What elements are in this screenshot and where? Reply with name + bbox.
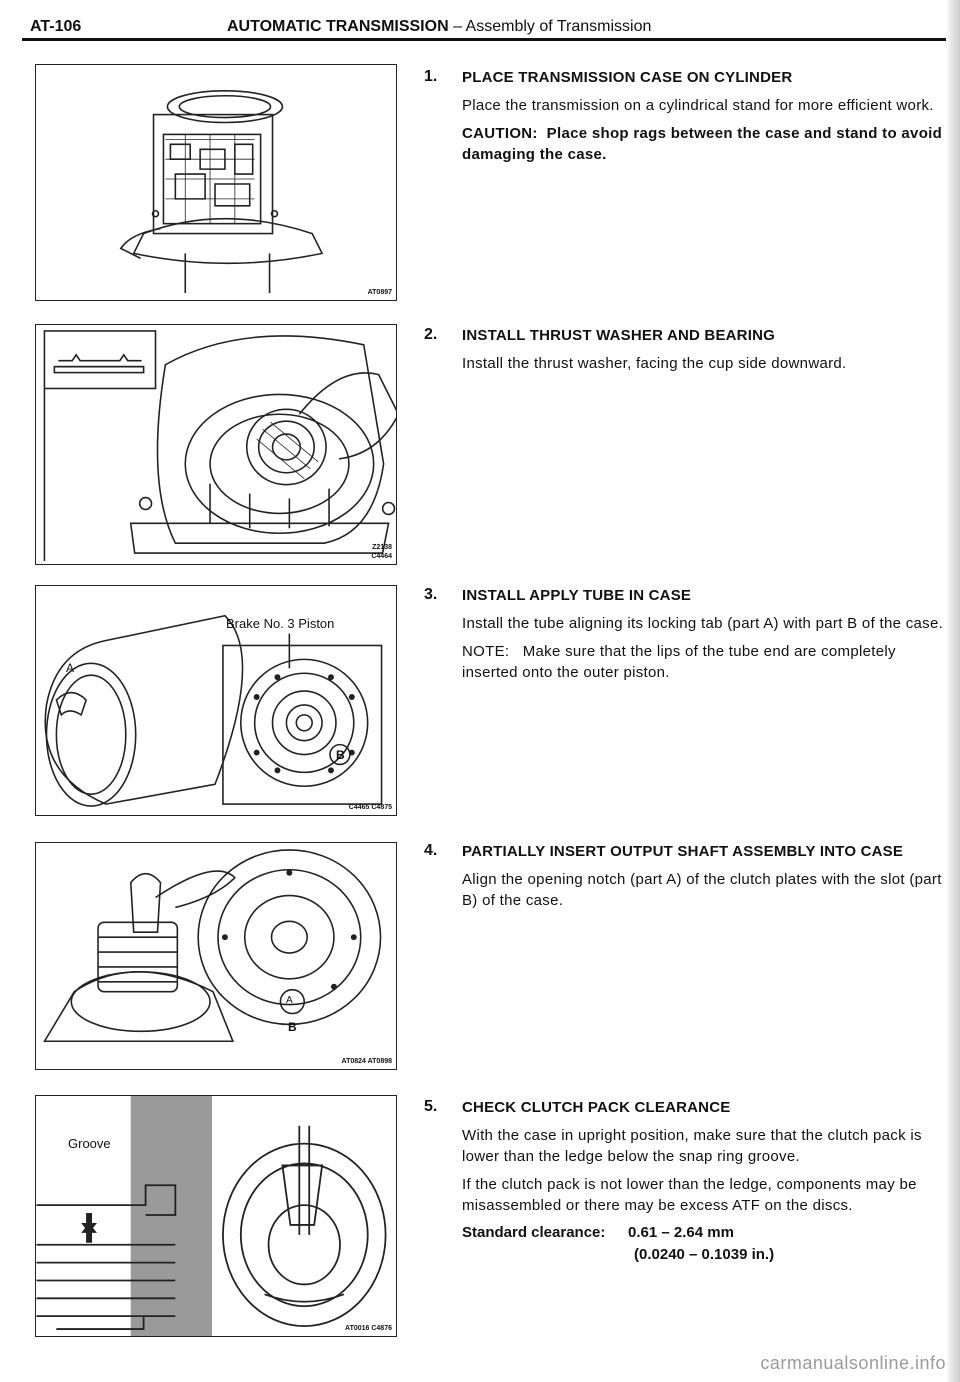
- step-body-2: If the clutch pack is not lower than the…: [462, 1176, 917, 1214]
- part-b-label: B: [336, 748, 345, 762]
- thrust-washer-illustration: [43, 330, 396, 562]
- watermark: carmanualsonline.info: [760, 1353, 946, 1373]
- header-section: AUTOMATIC TRANSMISSION: [227, 18, 449, 35]
- transmission-stand-illustration: [119, 89, 324, 294]
- figure-code: AT0824 AT0898: [341, 1058, 392, 1065]
- step-body: Place the transmission on a cylindrical …: [462, 97, 934, 114]
- apply-tube-illustration: [44, 614, 383, 807]
- page-number: AT-106: [30, 18, 82, 35]
- groove-shading: [130, 1096, 213, 1336]
- groove-label: Groove: [68, 1136, 111, 1151]
- figure-code-line-2: C4464: [371, 553, 392, 560]
- step-body: Align the opening notch (part A) of the …: [462, 871, 942, 909]
- step-number: 2.: [424, 326, 438, 343]
- step-title: CHECK CLUTCH PACK CLEARANCE: [462, 1099, 731, 1116]
- brake-piston-label: Brake No. 3 Piston: [226, 616, 335, 631]
- spec-label: Standard clearance:: [462, 1224, 606, 1241]
- step-number: 3.: [424, 586, 438, 603]
- step-4: 4. PARTIALLY INSERT OUTPUT SHAFT ASSEMBL…: [424, 842, 954, 911]
- step-title: INSTALL APPLY TUBE IN CASE: [462, 587, 692, 604]
- clutch-pack-illustration: [36, 1096, 387, 1336]
- step-note: NOTE: Make sure that the lips of the tub…: [462, 643, 901, 681]
- step-caution: CAUTION: Place shop rags between the cas…: [462, 123, 954, 165]
- figure-code: AT0016 C4876: [345, 1325, 392, 1332]
- figure-code: AT0897: [367, 289, 392, 296]
- header-subsection: – Assembly of Transmission: [453, 18, 652, 35]
- spec-in: (0.0240 – 0.1039 in.): [634, 1246, 775, 1263]
- step-body: Install the tube aligning its locking ta…: [462, 615, 944, 632]
- step-body: With the case in upright position, make …: [462, 1127, 922, 1165]
- step-number: 1.: [424, 68, 438, 85]
- output-shaft-illustration: [43, 849, 382, 1043]
- step-5: 5. CHECK CLUTCH PACK CLEARANCE With the …: [424, 1098, 954, 1268]
- figure-output-shaft: A B AT0824 AT0898: [35, 842, 397, 1070]
- spec-mm: 0.61 – 2.64 mm: [628, 1224, 734, 1241]
- part-a-label: A: [286, 995, 293, 1006]
- clearance-spec: Standard clearance: 0.61 – 2.64 mm (0.02…: [462, 1224, 954, 1268]
- figure-code-line-1: Z2138: [372, 544, 392, 551]
- step-number: 5.: [424, 1098, 438, 1115]
- header-title: AUTOMATIC TRANSMISSION – Assembly of Tra…: [227, 18, 651, 36]
- caution-text: Place shop rags between the case and sta…: [462, 125, 943, 163]
- step-number: 4.: [424, 842, 438, 859]
- part-b-label: B: [288, 1020, 297, 1034]
- figure-clutch-pack: Groove AT0016 C4876: [35, 1095, 397, 1337]
- page-header: AT-106 AUTOMATIC TRANSMISSION – Assembly…: [22, 14, 947, 40]
- step-body: Install the thrust washer, facing the cu…: [462, 355, 847, 372]
- step-2: 2. INSTALL THRUST WASHER AND BEARING Ins…: [424, 326, 954, 374]
- step-3: 3. INSTALL APPLY TUBE IN CASE Install th…: [424, 586, 954, 683]
- step-title: PARTIALLY INSERT OUTPUT SHAFT ASSEMBLY I…: [462, 843, 904, 860]
- part-a-label: A: [66, 661, 75, 675]
- figure-apply-tube: Brake No. 3 Piston A B C4465 C4875: [35, 585, 397, 816]
- step-title: PLACE TRANSMISSION CASE ON CYLINDER: [462, 69, 793, 86]
- step-title: INSTALL THRUST WASHER AND BEARING: [462, 327, 775, 344]
- scan-edge-shadow: [946, 0, 960, 1382]
- step-1: 1. PLACE TRANSMISSION CASE ON CYLINDER P…: [424, 68, 954, 165]
- figure-transmission-on-stand: AT0897: [35, 64, 397, 301]
- caution-label: CAUTION:: [462, 125, 538, 142]
- header-rule: [22, 38, 952, 41]
- figure-code: C4465 C4875: [348, 804, 392, 811]
